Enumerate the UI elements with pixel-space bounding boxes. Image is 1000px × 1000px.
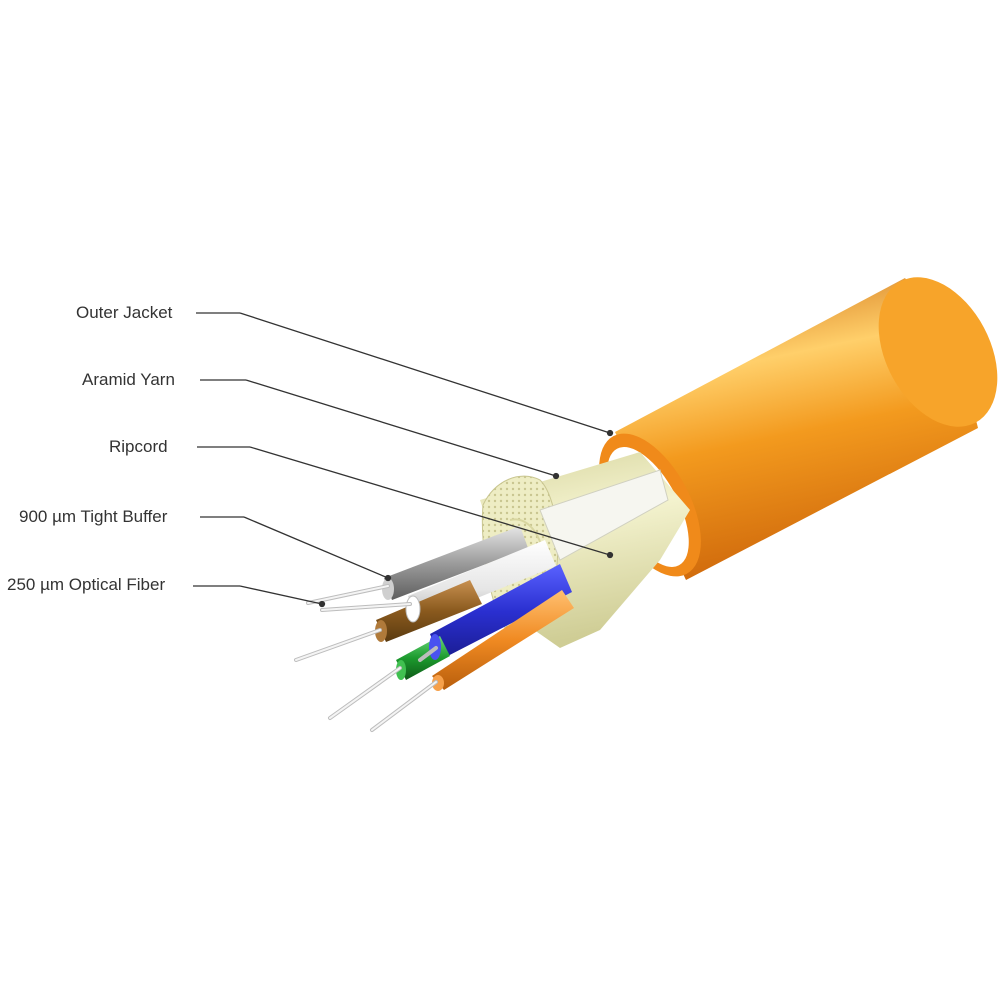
- label-tight-buffer: 900 µm Tight Buffer: [19, 507, 168, 526]
- leader-tight-buffer: [200, 516, 392, 582]
- leader-aramid-yarn: [200, 379, 560, 480]
- ripcord: [539, 469, 669, 561]
- leader-lines: [193, 312, 614, 608]
- label-optical-fiber: 250 µm Optical Fiber: [7, 575, 166, 594]
- leader-outer-jacket: [196, 312, 614, 437]
- buffer-orange: [432, 590, 574, 690]
- leader-optical-fiber: [193, 585, 326, 608]
- buffer-blue: [430, 564, 572, 660]
- leader-ripcord: [197, 446, 614, 559]
- tight-buffers: [375, 526, 574, 691]
- label-ripcord: Ripcord: [109, 437, 168, 456]
- label-outer-jacket: Outer Jacket: [76, 303, 173, 322]
- optical-fibers: [294, 584, 438, 732]
- buffer-gray: [384, 526, 528, 600]
- label-aramid-yarn: Aramid Yarn: [82, 370, 175, 389]
- buffer-brown: [376, 580, 482, 642]
